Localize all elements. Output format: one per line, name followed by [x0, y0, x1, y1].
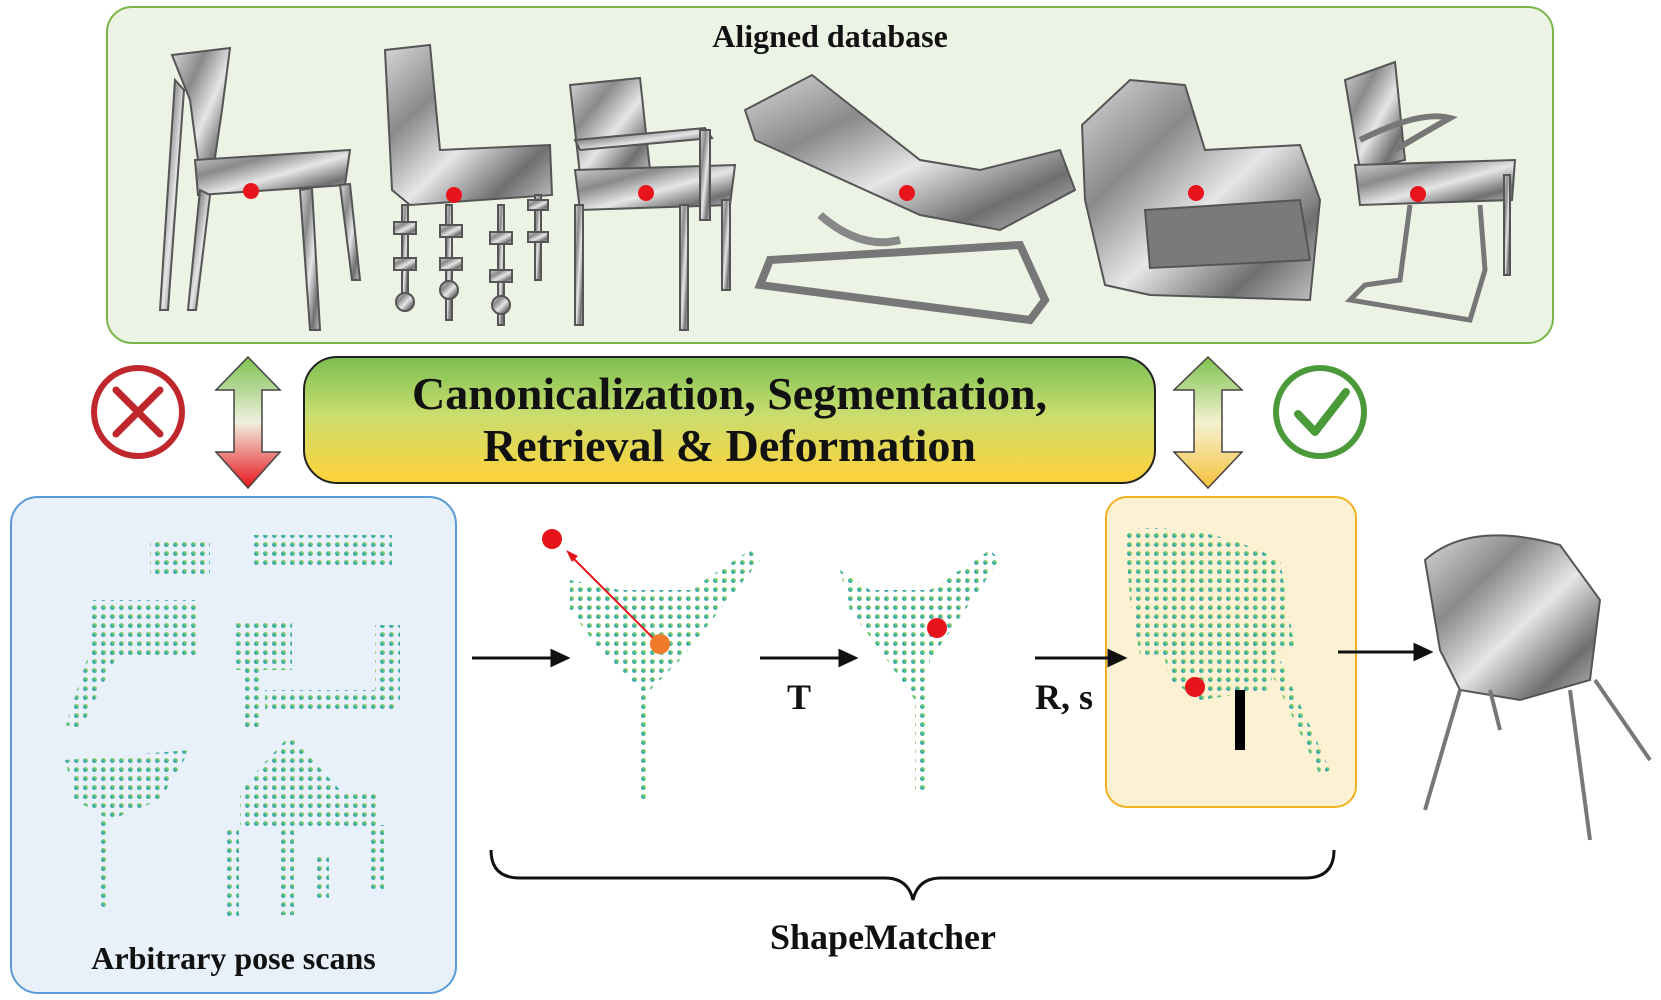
failure-double-arrow [214, 355, 282, 490]
database-chair-3 [568, 76, 737, 331]
shapematcher-label: ShapeMatcher [770, 917, 996, 957]
rotation-scale-step-label: R, s [1035, 677, 1094, 717]
database-title: Aligned database [712, 18, 948, 54]
check-circle-icon [1273, 365, 1367, 459]
pipeline-arrows [472, 642, 1434, 668]
banner-line-1: Canonicalization, Segmentation, [411, 368, 1048, 419]
database-chair-1 [158, 46, 362, 331]
database-chair-4 [743, 73, 1077, 325]
scans-label: Arbitrary pose scans [91, 940, 376, 976]
scan-cluster-3 [65, 750, 190, 910]
scan-cluster-1 [66, 538, 210, 730]
database-chair-5 [1080, 78, 1322, 302]
pipeline-cloud-input [542, 529, 760, 800]
database-chair-2 [383, 43, 554, 326]
cross-circle-icon [91, 365, 185, 459]
scan-cluster-2 [232, 535, 400, 730]
shapematcher-brace [489, 849, 1336, 901]
success-double-arrow [1172, 355, 1244, 490]
pipeline-cloud-canonical [1125, 528, 1330, 775]
scan-cluster-4 [225, 735, 384, 920]
banner-line-2: Retrieval & Deformation [482, 420, 977, 471]
translation-step-label: T [787, 677, 812, 717]
method-banner: Canonicalization, Segmentation, Retrieva… [303, 356, 1156, 484]
database-chair-6 [1343, 60, 1517, 323]
retrieved-chair [1423, 534, 1652, 841]
pipeline-cloud-translated [840, 550, 1000, 790]
